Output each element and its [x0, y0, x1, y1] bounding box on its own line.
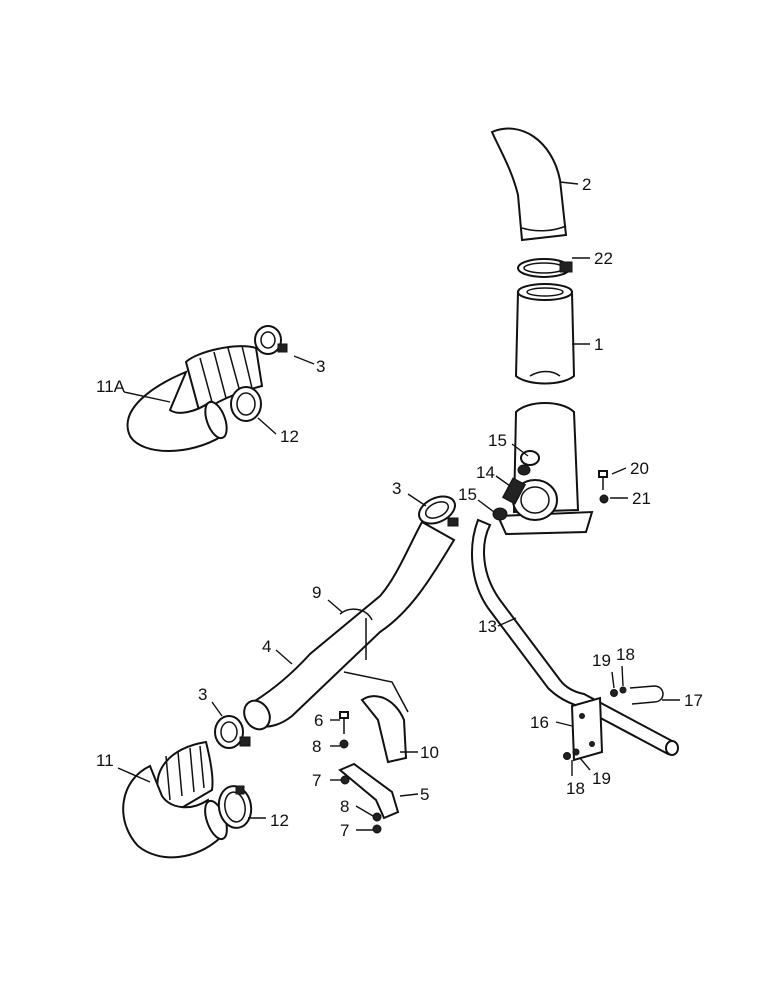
callout-labels: 2 22 1 3 11A 12 15 14 15 20 21 3 9 4 13 … [96, 175, 703, 840]
clamp-ring-part-12-upper [230, 386, 262, 422]
callout-14: 14 [476, 463, 495, 482]
callout-5: 5 [420, 785, 429, 804]
nut-part-7-lower [372, 824, 382, 834]
callout-17: 17 [684, 691, 703, 710]
callout-8-upper: 8 [312, 737, 321, 756]
callout-19-lower: 19 [592, 769, 611, 788]
muffler-base-body [496, 402, 594, 536]
callout-9: 9 [312, 583, 321, 602]
tail-pipe-part-2 [490, 127, 568, 242]
callout-4: 4 [262, 637, 271, 656]
strap-part-5 [338, 762, 400, 820]
callout-11: 11 [96, 751, 114, 770]
callout-7-lower: 7 [340, 821, 349, 840]
callout-22: 22 [594, 249, 613, 268]
callout-15-lower: 15 [458, 485, 477, 504]
callout-18-upper: 18 [616, 645, 635, 664]
callout-3-mid: 3 [392, 479, 401, 498]
callout-11a: 11A [96, 377, 126, 396]
callout-13: 13 [478, 617, 497, 636]
callout-3-lower: 3 [198, 685, 207, 704]
washer-part-8-lower [372, 812, 382, 822]
callout-16: 16 [530, 713, 549, 732]
flex-elbow-part-11a [126, 345, 264, 452]
bracket-plate-part-16 [570, 696, 604, 762]
callout-20: 20 [630, 459, 649, 478]
clamp-ring-part-12-lower [217, 785, 253, 829]
drain-tube-part-13 [471, 518, 679, 756]
flex-elbow-part-11 [122, 740, 228, 859]
callout-18-lower: 18 [566, 779, 585, 798]
bolt-part-20 [598, 470, 608, 490]
callout-1: 1 [594, 335, 603, 354]
callout-2: 2 [582, 175, 591, 194]
callout-3-upper-left: 3 [316, 357, 325, 376]
nut-part-21 [599, 494, 609, 504]
nut-part-7-upper [340, 775, 350, 785]
bolt-part-6 [339, 711, 349, 734]
clamp-part-3-upper-left [254, 325, 288, 355]
band-part-9 [339, 608, 373, 660]
callout-12-lower: 12 [270, 811, 289, 830]
washer-part-8-upper [339, 739, 349, 749]
bracket-part-10 [343, 671, 409, 764]
u-bolt-part-17 [629, 685, 664, 705]
callout-8-lower: 8 [340, 797, 349, 816]
callout-19-upper: 19 [592, 651, 611, 670]
callout-10: 10 [420, 743, 439, 762]
leader-lines [117, 181, 680, 831]
clamp-part-3-top [418, 495, 459, 527]
callout-6: 6 [314, 711, 323, 730]
clamp-part-22 [517, 258, 573, 278]
callout-21: 21 [632, 489, 651, 508]
exhaust-pipe-part-4 [243, 520, 456, 731]
muffler-part-1 [514, 283, 576, 385]
clamp-part-3-lower [214, 715, 251, 749]
callout-12-upper: 12 [280, 427, 299, 446]
callout-7-upper: 7 [312, 771, 321, 790]
callout-15-upper: 15 [488, 431, 507, 450]
washer-nut-part-18-19 [563, 686, 627, 760]
